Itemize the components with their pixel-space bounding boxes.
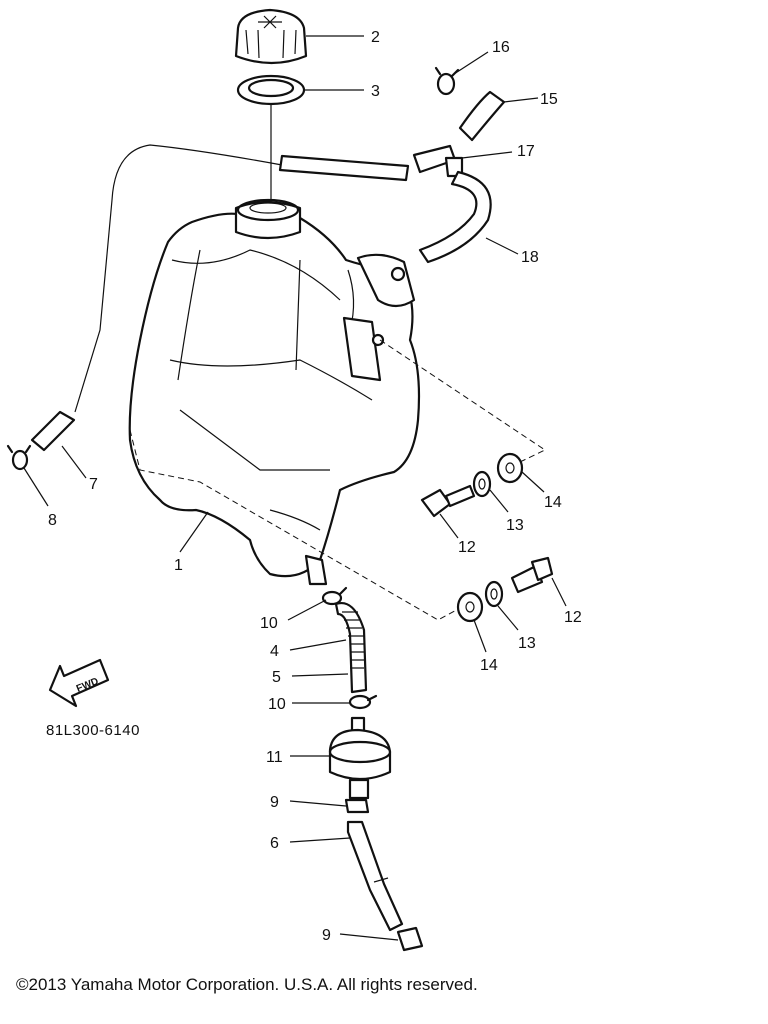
spring-washer-13-upper xyxy=(472,470,492,498)
leader-lines xyxy=(23,35,567,941)
cap-gasket xyxy=(236,74,306,106)
hose-18 xyxy=(418,170,492,264)
clip-9-upper xyxy=(344,798,370,814)
callout-10-lower: 10 xyxy=(268,696,286,713)
callout-1: 1 xyxy=(174,557,183,574)
callout-6: 6 xyxy=(270,835,279,852)
callout-14-lower: 14 xyxy=(480,657,498,674)
callout-9-lower: 9 xyxy=(322,927,331,944)
callout-12-lower: 12 xyxy=(564,609,582,626)
callout-13-lower: 13 xyxy=(518,635,536,652)
washer-14-lower xyxy=(456,591,484,623)
upper-breather-hose xyxy=(278,154,410,182)
clip-10-lower xyxy=(348,694,378,710)
callout-17: 17 xyxy=(517,143,535,160)
fuel-filter xyxy=(328,716,392,800)
copyright-notice: ©2013 Yamaha Motor Corporation. U.S.A. A… xyxy=(16,975,478,994)
t-joint xyxy=(412,144,464,178)
hose-6 xyxy=(346,820,404,932)
bolt-12-upper xyxy=(420,484,476,518)
bolt-12-lower xyxy=(510,556,554,594)
callout-8: 8 xyxy=(48,512,57,529)
callout-16: 16 xyxy=(492,39,510,56)
hose-7 xyxy=(30,410,76,452)
callout-15: 15 xyxy=(540,91,558,108)
callout-14-upper: 14 xyxy=(544,494,562,511)
callout-9-upper: 9 xyxy=(270,794,279,811)
callout-10-upper: 10 xyxy=(260,615,278,632)
spring-washer-13-lower xyxy=(484,580,504,608)
callout-2: 2 xyxy=(371,29,380,46)
callout-12-upper: 12 xyxy=(458,539,476,556)
exploded-line-lower-mount xyxy=(129,429,465,621)
callout-18: 18 xyxy=(521,249,539,266)
callout-7: 7 xyxy=(89,476,98,493)
callout-3: 3 xyxy=(371,83,380,100)
fuel-hose-4 xyxy=(334,601,368,694)
clip-8 xyxy=(6,444,32,471)
clip-16 xyxy=(434,66,460,96)
fuel-tank xyxy=(128,198,421,586)
washer-14-upper xyxy=(496,452,524,484)
callout-11: 11 xyxy=(266,749,283,766)
diagram-code: 81L300-6140 xyxy=(46,722,140,739)
callout-4: 4 xyxy=(270,643,279,660)
fwd-arrow-icon: FWD xyxy=(48,658,110,708)
callout-5: 5 xyxy=(272,669,281,686)
callout-13-upper: 13 xyxy=(506,517,524,534)
clip-9-lower xyxy=(396,926,424,952)
clip-10-upper xyxy=(321,586,348,606)
hose-15 xyxy=(458,90,506,142)
fuel-cap xyxy=(234,8,308,65)
breather-line xyxy=(74,144,283,413)
